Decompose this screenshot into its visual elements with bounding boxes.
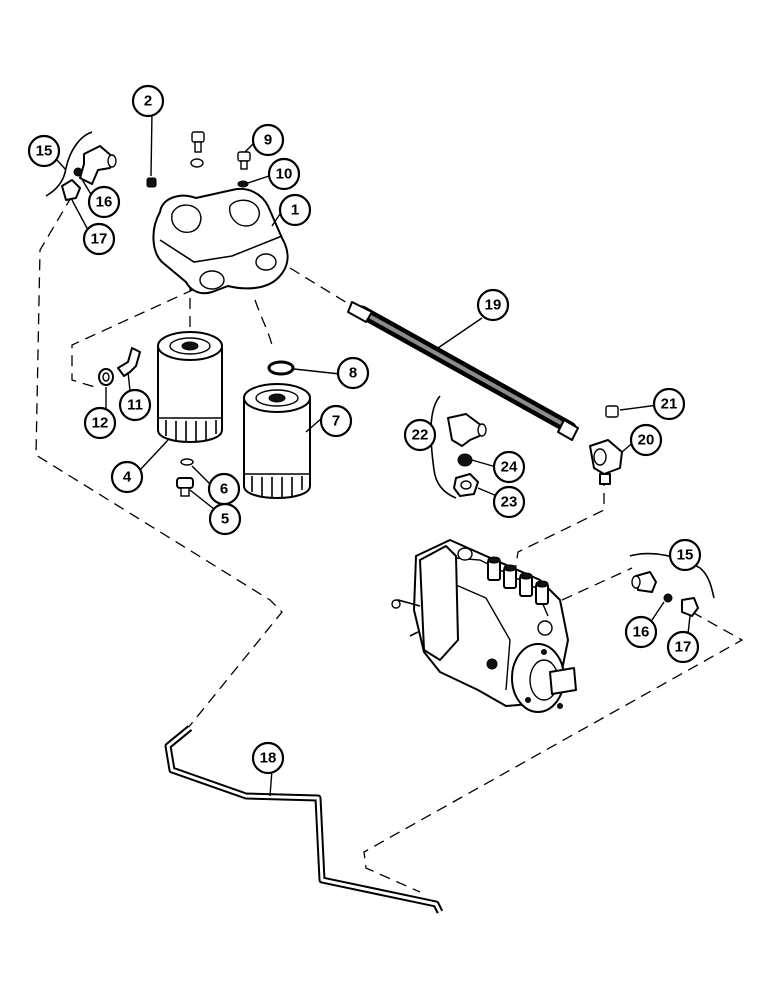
callout-19: 19: [476, 288, 510, 322]
callout-18: 18: [251, 741, 285, 775]
callout-5: 5: [208, 502, 242, 536]
svg-text:11: 11: [127, 397, 143, 414]
elbow-fitting-left: [61, 145, 117, 201]
svg-text:20: 20: [638, 432, 655, 449]
connection-dashes: [35, 195, 744, 893]
svg-text:15: 15: [36, 143, 53, 160]
svg-text:5: 5: [221, 511, 229, 528]
svg-text:21: 21: [661, 396, 678, 413]
callout-9: 9: [251, 123, 285, 157]
callout-17-right: 17: [666, 630, 700, 664]
bolt-and-washer: [98, 347, 141, 386]
callout-15-left: 15: [27, 134, 61, 168]
svg-text:7: 7: [332, 413, 340, 430]
svg-text:4: 4: [123, 469, 132, 486]
callout-24: 24: [492, 450, 526, 484]
callout-17-left: 17: [82, 222, 116, 256]
svg-text:15: 15: [677, 547, 694, 564]
callout-8: 8: [336, 356, 370, 390]
callout-16-left: 16: [87, 185, 121, 219]
svg-text:22: 22: [412, 427, 429, 444]
svg-text:9: 9: [264, 132, 272, 149]
svg-text:8: 8: [349, 365, 357, 382]
svg-text:23: 23: [501, 494, 518, 511]
svg-text:16: 16: [633, 624, 650, 641]
callout-2: 2: [131, 84, 165, 118]
svg-text:6: 6: [220, 481, 228, 498]
svg-text:2: 2: [144, 93, 152, 110]
callout-21: 21: [652, 387, 686, 421]
group-brackets: [45, 131, 715, 599]
callout-7: 7: [319, 404, 353, 438]
svg-text:1: 1: [291, 202, 299, 219]
fuel-filter-7: [243, 383, 311, 499]
leader-lines: [56, 111, 691, 797]
filter-head: [152, 188, 289, 295]
svg-text:24: 24: [501, 459, 518, 476]
callout-23: 23: [492, 485, 526, 519]
callout-11: 11: [118, 388, 152, 422]
svg-text:10: 10: [276, 166, 293, 183]
injection-pump: [391, 539, 577, 713]
svg-text:18: 18: [260, 750, 277, 767]
head-hardware: [146, 131, 251, 188]
callout-16-right: 16: [624, 615, 658, 649]
svg-text:12: 12: [92, 415, 109, 432]
callout-20: 20: [629, 423, 663, 457]
svg-text:16: 16: [96, 194, 113, 211]
drain-plug: [176, 458, 194, 497]
fuel-hose-19: [347, 301, 579, 441]
svg-text:19: 19: [485, 297, 502, 314]
callout-1: 1: [278, 193, 312, 227]
callout-22: 22: [403, 418, 437, 452]
callout-6: 6: [207, 472, 241, 506]
callout-10: 10: [267, 157, 301, 191]
svg-text:17: 17: [91, 231, 108, 248]
elbow-fitting-22: [447, 413, 487, 497]
callout-12: 12: [83, 406, 117, 440]
delivery-valves: [487, 556, 549, 605]
seal-ring: [267, 360, 295, 376]
svg-text:17: 17: [675, 639, 692, 656]
callout-15-right: 15: [668, 538, 702, 572]
return-pipe-18: [164, 725, 444, 914]
banjo-fitting-20: [589, 405, 623, 485]
fuel-filter-4: [157, 331, 223, 443]
fitting-group-right: [631, 571, 699, 617]
callout-4: 4: [110, 460, 144, 494]
